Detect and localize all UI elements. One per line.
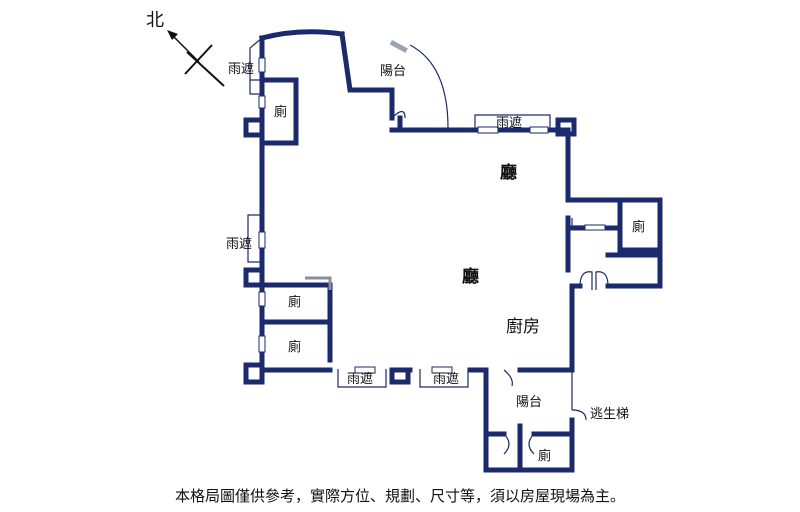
- disclaimer-caption: 本格局圖僅供參考，實際方位、規劃、尺寸等，須以房屋現場為主。: [174, 487, 625, 505]
- grey-partition: [305, 276, 332, 290]
- label-canopy-s1: 雨遮: [347, 371, 373, 387]
- label-canopy-w: 雨遮: [226, 236, 252, 252]
- canopy-outlines: [247, 37, 605, 410]
- room-labels: 雨遮 陽台 廁 雨遮 廳 雨遮 廁 廳 廁 廚房 廁 雨遮 雨遮 陽台 逃生梯 …: [226, 61, 645, 464]
- north-arrow-icon: [170, 33, 200, 63]
- north-arrowhead-icon: [167, 30, 178, 40]
- doors: [391, 110, 609, 455]
- walls: [243, 29, 663, 473]
- label-balcony-s: 陽台: [516, 395, 542, 410]
- label-canopy-s2: 雨遮: [433, 371, 459, 387]
- label-bath-w1: 廁: [274, 104, 287, 120]
- compass-label: 北: [146, 10, 164, 31]
- label-balcony-n: 陽台: [380, 64, 406, 79]
- label-canopy-nw: 雨遮: [228, 61, 254, 77]
- door-arc-balcony: [391, 110, 406, 119]
- compass: 北: [146, 10, 225, 87]
- label-bath-w3: 廁: [288, 339, 301, 355]
- label-bath-s: 廁: [538, 448, 551, 464]
- label-bath-e: 廁: [632, 219, 645, 235]
- windows: [258, 40, 606, 374]
- label-living-main: 廳: [500, 162, 517, 183]
- label-kitchen: 廚房: [506, 316, 540, 337]
- label-canopy-n: 雨遮: [496, 115, 522, 131]
- label-bath-w2: 廁: [288, 294, 301, 310]
- label-living-center: 廳: [462, 266, 479, 287]
- label-escape-stairs: 逃生梯: [590, 407, 629, 422]
